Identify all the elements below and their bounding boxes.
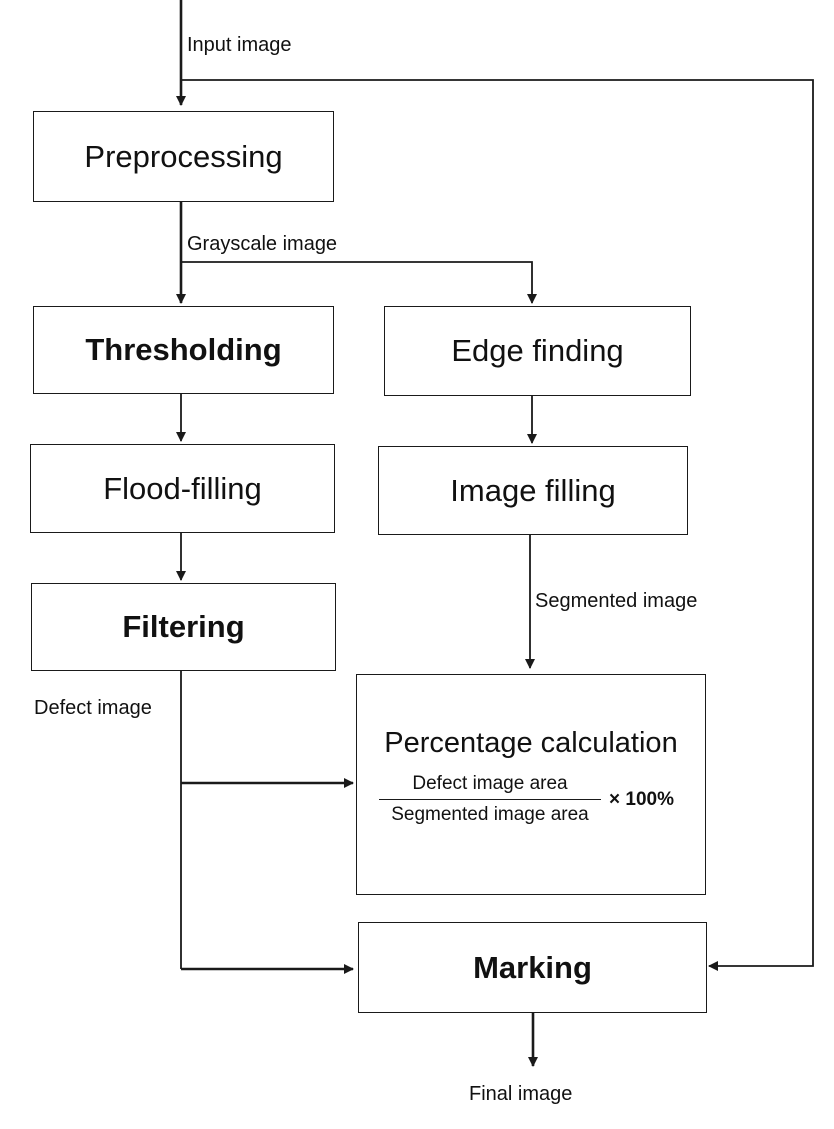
percentage-calculation-title: Percentage calculation	[384, 727, 678, 759]
formula-numerator: Defect image area	[412, 773, 568, 794]
node-percentage-calculation: Percentage calculation Defect image area…	[356, 674, 706, 895]
label-final-image: Final image	[469, 1083, 573, 1105]
label-segmented-image: Segmented image	[535, 590, 698, 612]
formula-fraction-bar	[379, 799, 601, 800]
label-grayscale-image: Grayscale image	[187, 233, 338, 255]
percentage-formula: Defect image area Segmented image area ×…	[379, 773, 674, 826]
label-input-image: Input image	[187, 34, 292, 56]
node-thresholding: Thresholding	[33, 306, 334, 394]
arrow-grayscale-to-edge-finding	[181, 261, 537, 304]
formula-denominator: Segmented image area	[391, 804, 589, 825]
node-filtering: Filtering	[31, 583, 336, 671]
node-edge-finding: Edge finding	[384, 306, 691, 396]
label-defect-image: Defect image	[34, 697, 152, 719]
formula-multiplier: × 100%	[609, 788, 674, 810]
node-image-filling: Image filling	[378, 446, 688, 535]
arrow-input-to-marking	[181, 79, 814, 971]
node-marking: Marking	[358, 922, 707, 1013]
formula-fraction: Defect image area Segmented image area	[379, 773, 601, 826]
node-flood-filling: Flood-filling	[30, 444, 335, 533]
node-preprocessing: Preprocessing	[33, 111, 334, 202]
